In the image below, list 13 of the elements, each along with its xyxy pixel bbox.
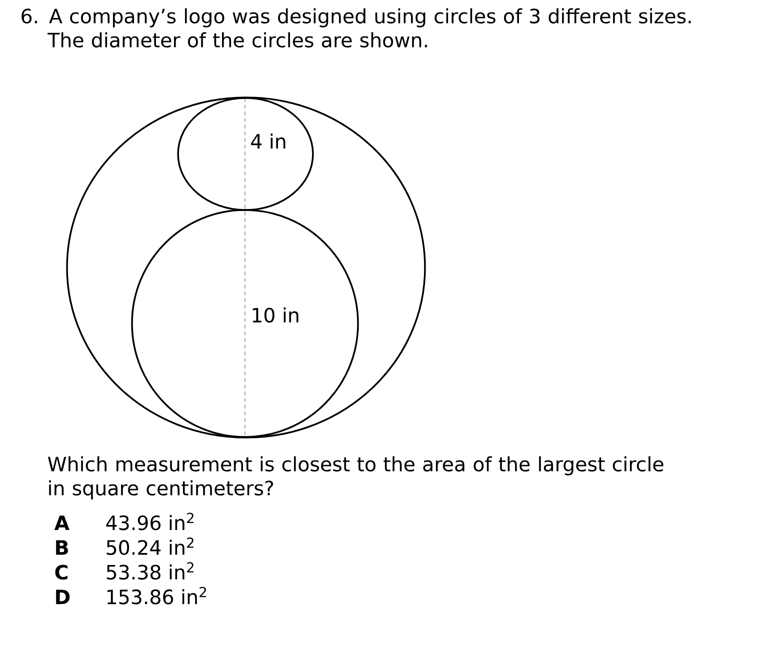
circle: [66, 96, 426, 438]
choice-letter: C: [55, 564, 68, 580]
answer-choice: 43.96 in$^{2}$: [106, 512, 194, 530]
measurement-label: 10 in: [252, 307, 298, 323]
measurement-label: 4 in: [251, 134, 286, 148]
answer-choice: 50.24 in$^{2}$: [106, 537, 194, 555]
choice-letter: B: [56, 540, 68, 555]
answer-choice: 153.86 in$^{2}$: [107, 586, 206, 604]
question-text: 6. A company’s logo was designed using circles of 3 different sizes. The diameter of the circles are shown.: [22, 8, 691, 48]
answer-choice: 53.38 in$^{2}$: [106, 562, 194, 580]
question-text: Which measurement is closest to the area of the largest circle in square centimeters?: [48, 456, 664, 500]
choice-letter: A: [54, 516, 70, 530]
choice-letter: D: [56, 590, 70, 604]
